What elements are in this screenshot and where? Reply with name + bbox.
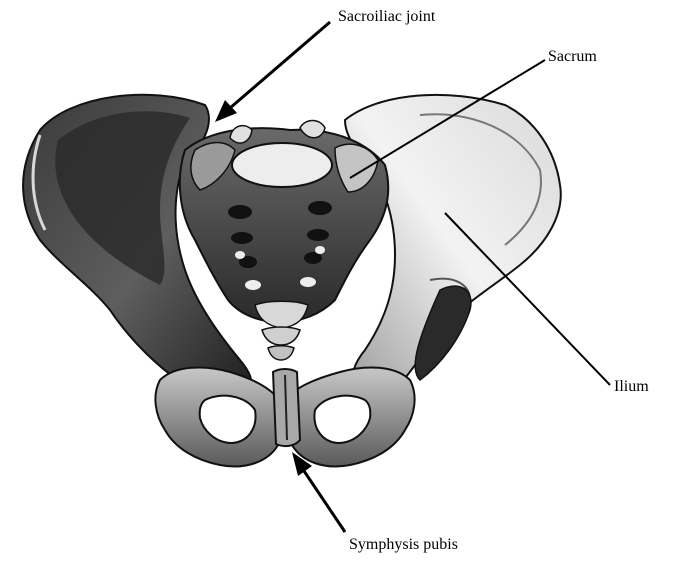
sacrum-label: Sacrum xyxy=(548,48,597,66)
coccyx xyxy=(255,301,308,360)
ilium-label: Ilium xyxy=(614,378,649,396)
symphysis-pubis-label: Symphysis pubis xyxy=(349,536,458,554)
symphysis-leader xyxy=(302,468,345,532)
sacral-promontory xyxy=(232,143,332,187)
right-ilium-wing xyxy=(345,95,561,395)
sacroiliac-leader xyxy=(230,22,330,108)
sacroiliac-joint-label: Sacroiliac joint xyxy=(338,8,435,26)
